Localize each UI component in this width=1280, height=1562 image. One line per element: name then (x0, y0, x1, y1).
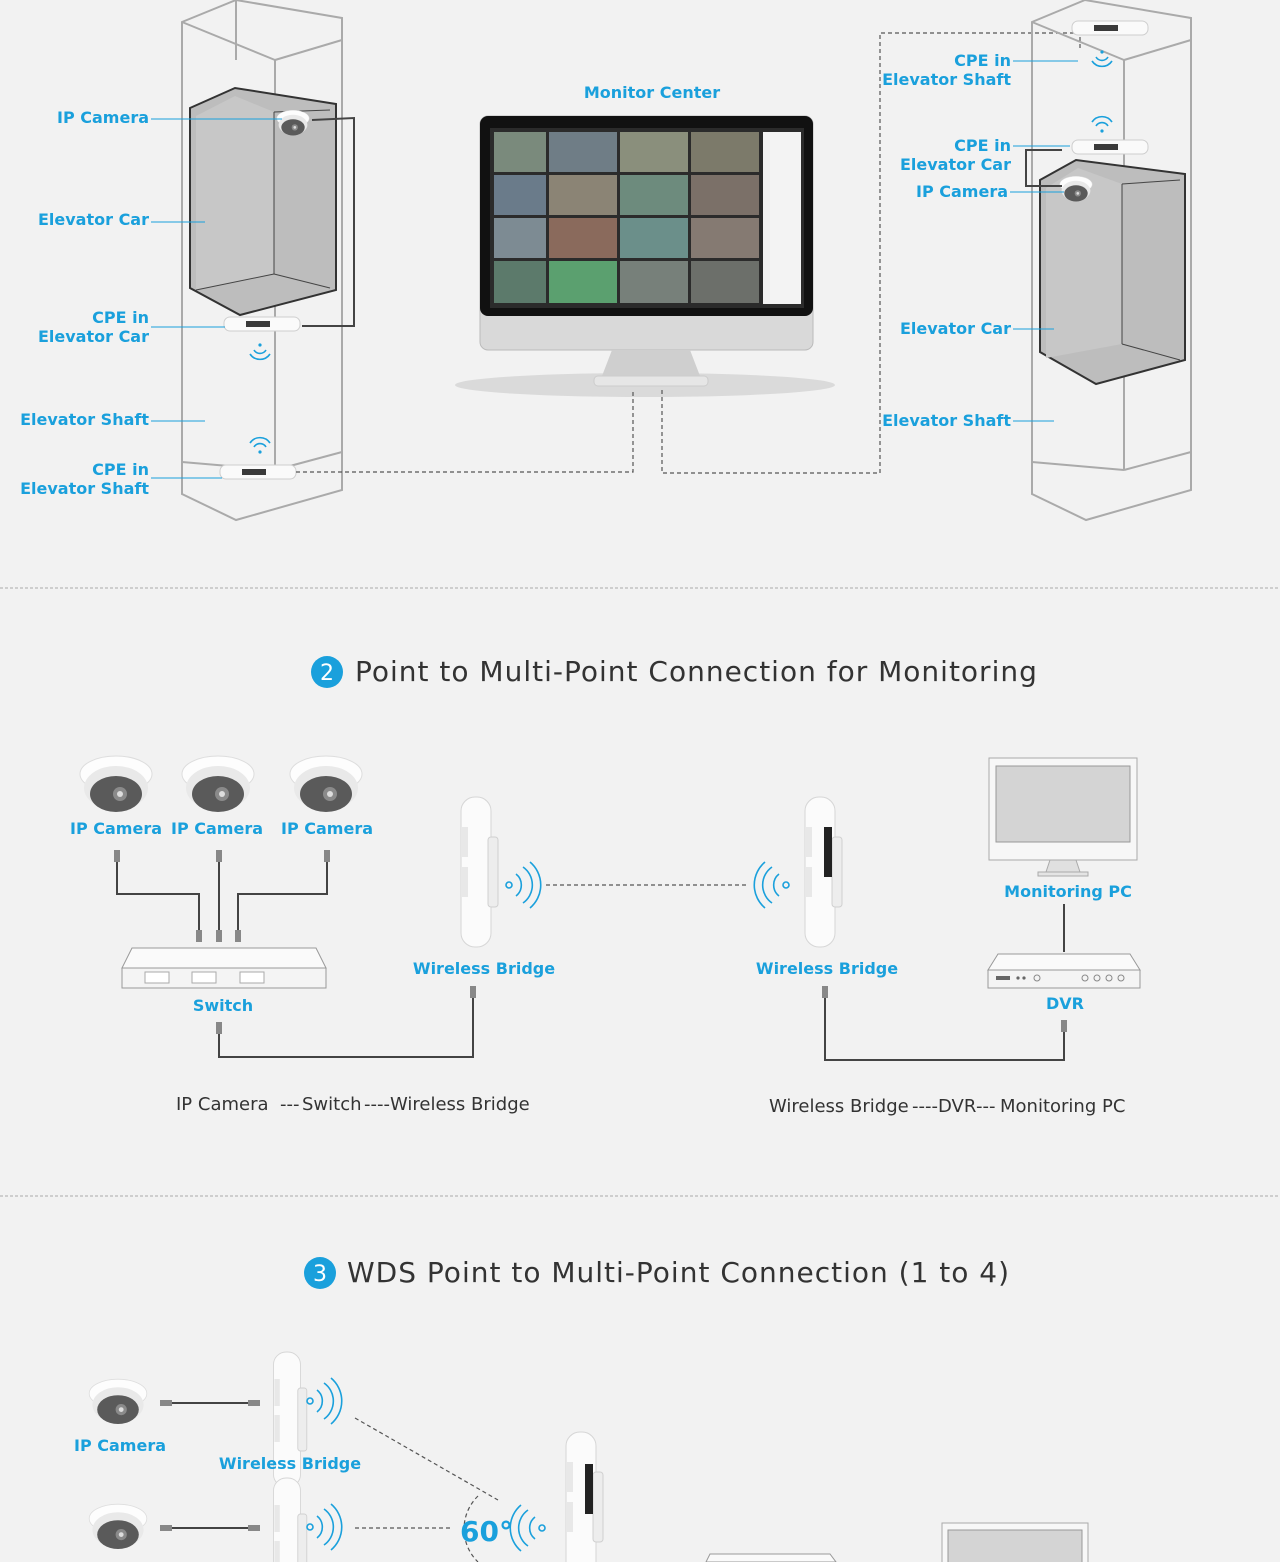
label-cpe-car-line1: CPE in (954, 136, 1011, 155)
section3-heading: 3 WDS Point to Multi-Point Connection (1… (304, 1256, 1010, 1289)
label-cpe-shaft-line2: Elevator Shaft (20, 479, 149, 498)
label-elevator-shaft: Elevator Shaft (882, 411, 1011, 430)
caption-right: Wireless Bridge ---- DVR --- Monitoring … (769, 1096, 1125, 1117)
dvr-icon (705, 1553, 837, 1562)
angle-label: 60° (460, 1515, 513, 1548)
ip-camera-icon (79, 755, 153, 813)
label-elevator-car: Elevator Car (38, 210, 149, 229)
caption-text: Switch (302, 1094, 362, 1115)
bridge-label: Wireless Bridge (219, 1454, 361, 1473)
ip-camera-icon (88, 1378, 148, 1425)
camera-label: IP Camera (70, 819, 162, 838)
wireless-bridge-icon (273, 1477, 308, 1562)
wifi-down-icon (249, 342, 271, 361)
caption-text: Wireless Bridge (769, 1096, 909, 1117)
camera-feed-grid (494, 132, 801, 304)
left-network-link (296, 390, 634, 473)
angle-arc (463, 1495, 479, 1562)
monitor-center: Monitor Center (455, 83, 835, 397)
wireless-link (354, 1417, 499, 1501)
camera-label: IP Camera (171, 819, 263, 838)
switch-label: Switch (193, 996, 253, 1015)
wifi-up-icon (1091, 115, 1113, 134)
section3-title: WDS Point to Multi-Point Connection (1 t… (347, 1256, 1010, 1289)
label-ip-camera: IP Camera (916, 182, 1008, 201)
caption-left: IP Camera --- Switch ---- Wireless Bridg… (176, 1094, 530, 1115)
caption-text: Monitoring PC (1000, 1096, 1125, 1117)
left-cpe-car-icon (223, 316, 301, 332)
caption-separator: --- (280, 1094, 300, 1115)
caption-separator: --- (976, 1096, 996, 1117)
label-cpe-car-line2: Elevator Car (38, 327, 149, 346)
caption-text: Wireless Bridge (390, 1094, 530, 1115)
section-elevator-diagram: IP Camera Elevator Car CPE in Elevator C… (20, 0, 1192, 522)
bridge-label-right: Wireless Bridge (756, 959, 898, 978)
section-number: 2 (320, 661, 334, 686)
right-elevator-car (1039, 158, 1186, 386)
label-elevator-shaft: Elevator Shaft (20, 410, 149, 429)
dvr-icon (987, 953, 1141, 989)
signal-in-icon (509, 1504, 546, 1552)
label-cpe-car-line2: Elevator Car (900, 155, 1011, 174)
section2-heading: 2 Point to Multi-Point Connection for Mo… (311, 655, 1038, 688)
label-cpe-shaft-line1: CPE in (92, 460, 149, 479)
bridge-dvr-cable (824, 998, 1065, 1061)
monitoring-pc-icon (941, 1522, 1089, 1562)
section-number-badge (311, 656, 343, 688)
bridge-label-left: Wireless Bridge (413, 959, 555, 978)
camera-label: IP Camera (281, 819, 373, 838)
right-network-link (661, 32, 1081, 474)
section-point-to-multipoint: 2 Point to Multi-Point Connection for Mo… (70, 655, 1141, 1117)
left-cpe-shaft-icon (219, 464, 297, 480)
section-number-badge (304, 1257, 336, 1289)
camera-label: IP Camera (74, 1436, 166, 1455)
monitoring-pc-label: Monitoring PC (1004, 882, 1132, 901)
wireless-bridge-icon (460, 796, 499, 948)
ip-camera-icon (181, 755, 255, 813)
wifi-up-icon (249, 436, 271, 455)
signal-out-icon (306, 1377, 343, 1425)
right-cpe-shaft-icon (1071, 20, 1149, 36)
signal-in-icon (753, 861, 790, 909)
switch-icon (121, 947, 327, 989)
label-cpe-shaft-line1: CPE in (954, 51, 1011, 70)
wireless-bridge-icon (804, 796, 843, 948)
left-labels: IP Camera Elevator Car CPE in Elevator C… (20, 108, 282, 498)
dvr-label: DVR (1046, 994, 1084, 1013)
caption-separator: ---- (364, 1094, 390, 1115)
central-wireless-bridge-icon (565, 1431, 604, 1562)
caption-text: IP Camera (176, 1094, 269, 1115)
caption-text: DVR (938, 1096, 976, 1117)
label-cpe-shaft-line2: Elevator Shaft (882, 70, 1011, 89)
right-camera-cable (1025, 149, 1062, 187)
section2-title: Point to Multi-Point Connection for Moni… (355, 655, 1038, 688)
signal-out-icon (505, 861, 542, 909)
monitoring-pc-icon (988, 757, 1138, 877)
monitor-center-label: Monitor Center (584, 83, 720, 102)
section-number: 3 (313, 1262, 327, 1287)
ip-camera-icon (289, 755, 363, 813)
section-wds-multipoint: 3 WDS Point to Multi-Point Connection (1… (74, 1256, 1089, 1562)
camera-cables (114, 850, 330, 942)
label-ip-camera: IP Camera (57, 108, 149, 127)
left-elevator-car (189, 86, 337, 317)
label-elevator-car: Elevator Car (900, 319, 1011, 338)
right-cpe-car-icon (1071, 139, 1149, 155)
caption-separator: ---- (912, 1096, 938, 1117)
switch-bridge-cable (218, 998, 474, 1058)
label-cpe-car-line1: CPE in (92, 308, 149, 327)
ip-camera-icon (88, 1503, 148, 1550)
left-camera-cable (302, 116, 355, 327)
right-labels: CPE in Elevator Shaft CPE in Elevator Ca… (882, 51, 1078, 430)
signal-out-icon (306, 1503, 343, 1551)
